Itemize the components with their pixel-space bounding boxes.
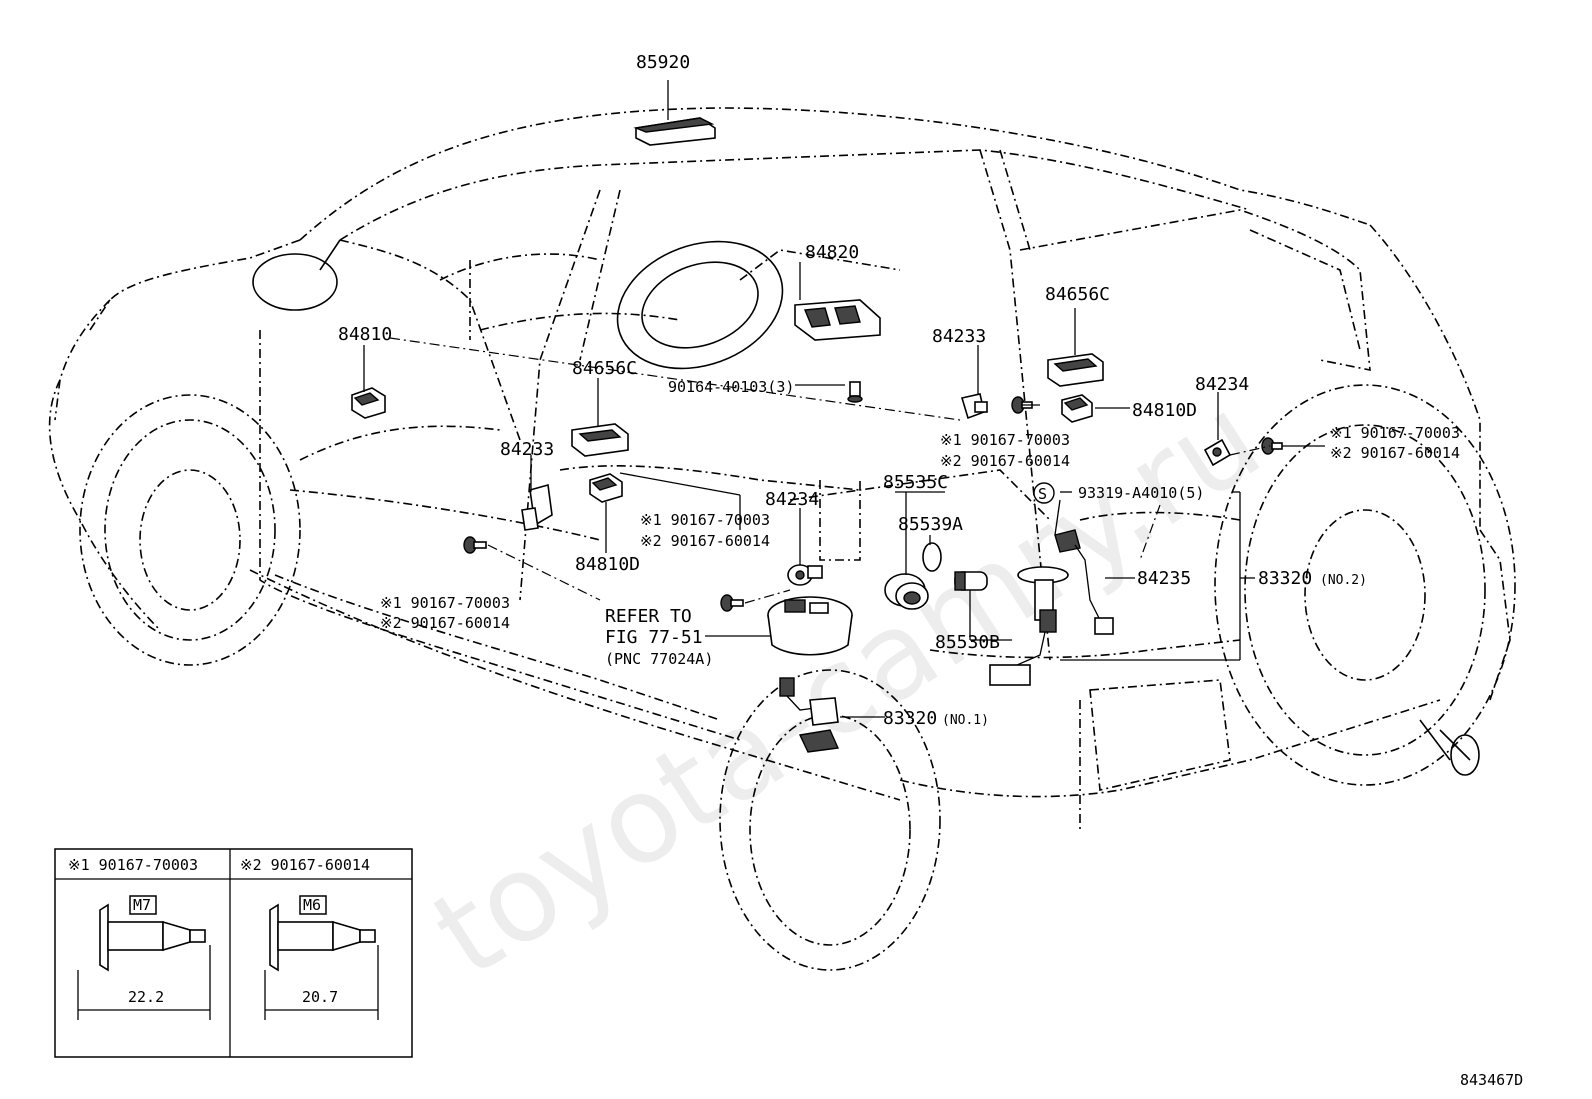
label-84656c-rear: 84656C <box>1045 284 1110 305</box>
part-84656c-rear-bezel <box>1047 353 1104 387</box>
part-84820-master-switch <box>794 262 881 341</box>
leader-lines <box>363 308 1325 718</box>
legend-col1-header: ※1 90167-70003 <box>68 856 198 874</box>
label-bolt-far-right-1: ※1 90167-70003 <box>1330 424 1460 442</box>
label-bolt-far-right-2: ※2 90167-60014 <box>1330 444 1460 462</box>
part-bolt-far-right <box>1261 437 1283 455</box>
label-85539a: 85539A <box>898 514 963 535</box>
label-84820: 84820 <box>805 242 859 263</box>
part-83320-no1-sender <box>779 677 840 753</box>
label-bolt-right-1: ※1 90167-70003 <box>940 431 1070 449</box>
label-84656c-front: 84656C <box>572 358 637 379</box>
legend-box: ※1 90167-70003 ※2 90167-60014 M7 22.2 M6 <box>54 848 413 1058</box>
label-83320-no1-suffix: (NO.1) <box>942 713 989 728</box>
label-refer-line3: (PNC 77024A) <box>605 650 713 668</box>
label-refer-line1: REFER TO <box>605 606 692 627</box>
part-bolt-center <box>720 594 744 612</box>
spare-tire <box>1214 384 1516 786</box>
part-84656c-front-bezel <box>571 423 629 457</box>
s-mark-circle <box>1033 482 1055 504</box>
label-84235: 84235 <box>1137 568 1191 589</box>
exhaust-pipe <box>1419 719 1480 776</box>
label-84810d-rear: 84810D <box>1132 400 1197 421</box>
label-bolt-right-2: ※2 90167-60014 <box>940 452 1070 470</box>
legend-thread-m7: M7 <box>133 896 151 914</box>
callout-labels: 85920 84820 84810 84656C 90164-40103(3) … <box>338 52 1460 729</box>
part-84234-center-switch <box>787 564 823 586</box>
legend-bolt-m6-drawing: M6 20.7 <box>264 895 379 1020</box>
s-mark-text: S <box>1038 485 1047 503</box>
legend-length-20-7: 20.7 <box>302 988 338 1006</box>
part-85920-roof-unit <box>633 80 716 146</box>
label-90164: 90164-40103(3) <box>668 378 794 396</box>
legend-col2-header: ※2 90167-60014 <box>240 856 370 874</box>
part-85535c-socket <box>884 573 929 610</box>
diagram-code: 843467D <box>1460 1071 1523 1089</box>
part-84233-left-switch <box>521 483 553 531</box>
legend-bolt-m7-drawing: M7 22.2 <box>77 895 211 1020</box>
label-refer-line2: FIG 77-51 <box>605 627 703 648</box>
legend-thread-m6: M6 <box>303 896 321 914</box>
label-84234-center: 84234 <box>765 489 819 510</box>
front-wheel <box>79 394 301 666</box>
part-84810-switch <box>351 387 386 419</box>
legend-length-22-2: 22.2 <box>128 988 164 1006</box>
part-bolt-left <box>463 536 487 554</box>
part-85539a-lens <box>922 542 942 572</box>
part-84810d-front-switch <box>589 473 623 503</box>
label-84810: 84810 <box>338 324 392 345</box>
part-fuel-pump-unit <box>767 596 853 656</box>
label-83320-no1: 83320 <box>883 708 937 729</box>
part-84235-harness <box>1054 529 1114 635</box>
label-83320-no2-suffix: (NO.2) <box>1320 573 1367 588</box>
label-bolt-center-1: ※1 90167-70003 <box>640 511 770 529</box>
label-84234-right: 84234 <box>1195 374 1249 395</box>
label-bolt-left-1: ※1 90167-70003 <box>380 594 510 612</box>
part-84810d-rear-switch <box>1061 394 1093 423</box>
vehicle-outline <box>48 107 1511 830</box>
label-84810d-front: 84810D <box>575 554 640 575</box>
part-84233-right-switch <box>960 393 988 420</box>
label-85535c: 85535C <box>883 472 948 493</box>
label-bolt-left-2: ※2 90167-60014 <box>380 614 510 632</box>
label-84233-right: 84233 <box>932 326 986 347</box>
part-85530b-bulb <box>954 571 988 591</box>
label-85920: 85920 <box>636 52 690 73</box>
part-83320-no2-sender <box>989 566 1069 686</box>
part-90164-screw <box>847 381 863 403</box>
label-93319: 93319-A4010(5) <box>1078 484 1204 502</box>
label-85530b: 85530B <box>935 632 1000 653</box>
label-83320-no2: 83320 <box>1258 568 1312 589</box>
label-bolt-center-2: ※2 90167-60014 <box>640 532 770 550</box>
watermark-text: toyota-camry.ru <box>410 369 1284 1004</box>
label-84233-left: 84233 <box>500 439 554 460</box>
